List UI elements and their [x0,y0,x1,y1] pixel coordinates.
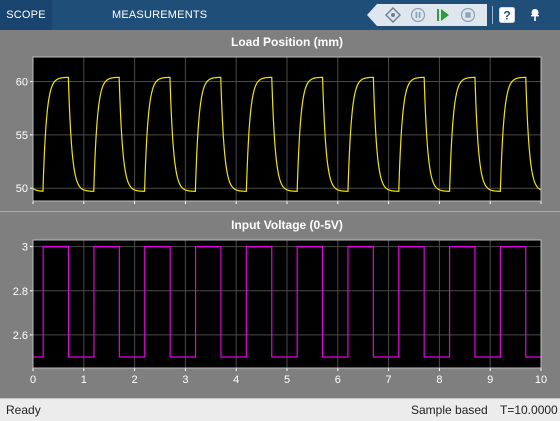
pause-button[interactable] [406,4,430,26]
y-tick-label: 3 [22,242,28,254]
x-tick-label: 0 [30,374,36,386]
status-ready: Ready [6,403,41,417]
x-tick-label: 4 [233,374,239,386]
chart-title: Input Voltage (0-5V) [231,218,343,232]
x-tick-label: 7 [386,374,392,386]
signal-trace [32,76,542,192]
panel-divider [0,211,560,212]
tab-scope[interactable]: SCOPE [0,0,52,30]
axes-border [32,56,542,202]
axes-border [32,239,542,369]
y-tick-label: 60 [16,77,28,89]
status-sample-mode: Sample based [411,403,488,417]
step-forward-icon [437,9,449,21]
y-tick-label: 2.6 [13,330,28,342]
x-tick-label: 9 [487,374,493,386]
help-button[interactable]: ? [496,4,518,26]
highlight-signal-button[interactable] [381,4,405,26]
pause-icon [410,7,426,23]
highlight-signal-icon [385,7,401,23]
step-forward-button[interactable] [431,4,455,26]
x-tick-label: 10 [535,374,547,386]
pin-icon [531,9,539,21]
x-tick-label: 1 [81,374,87,386]
simulation-controls [367,4,487,26]
scope-toolstrip: SCOPE MEASUREMENTS [0,0,560,30]
x-tick-label: 3 [182,374,188,386]
toolbar-separator [492,6,493,24]
pin-button[interactable] [524,4,546,26]
stop-icon [460,7,476,23]
tab-measurements[interactable]: MEASUREMENTS [112,9,208,21]
x-tick-label: 8 [436,374,442,386]
status-bar: Ready Sample based T=10.0000 [0,398,560,421]
x-tick-label: 5 [284,374,290,386]
chart-title: Load Position (mm) [231,35,343,49]
y-tick-label: 55 [16,130,28,142]
help-icon: ? [499,7,515,23]
svg-text:?: ? [503,9,510,23]
signal-trace [33,246,541,358]
status-sim-time: T=10.0000 [500,403,558,417]
y-tick-label: 2.8 [13,286,28,298]
x-tick-label: 2 [132,374,138,386]
y-tick-label: 50 [16,183,28,195]
stop-button[interactable] [456,4,480,26]
x-tick-label: 6 [335,374,341,386]
